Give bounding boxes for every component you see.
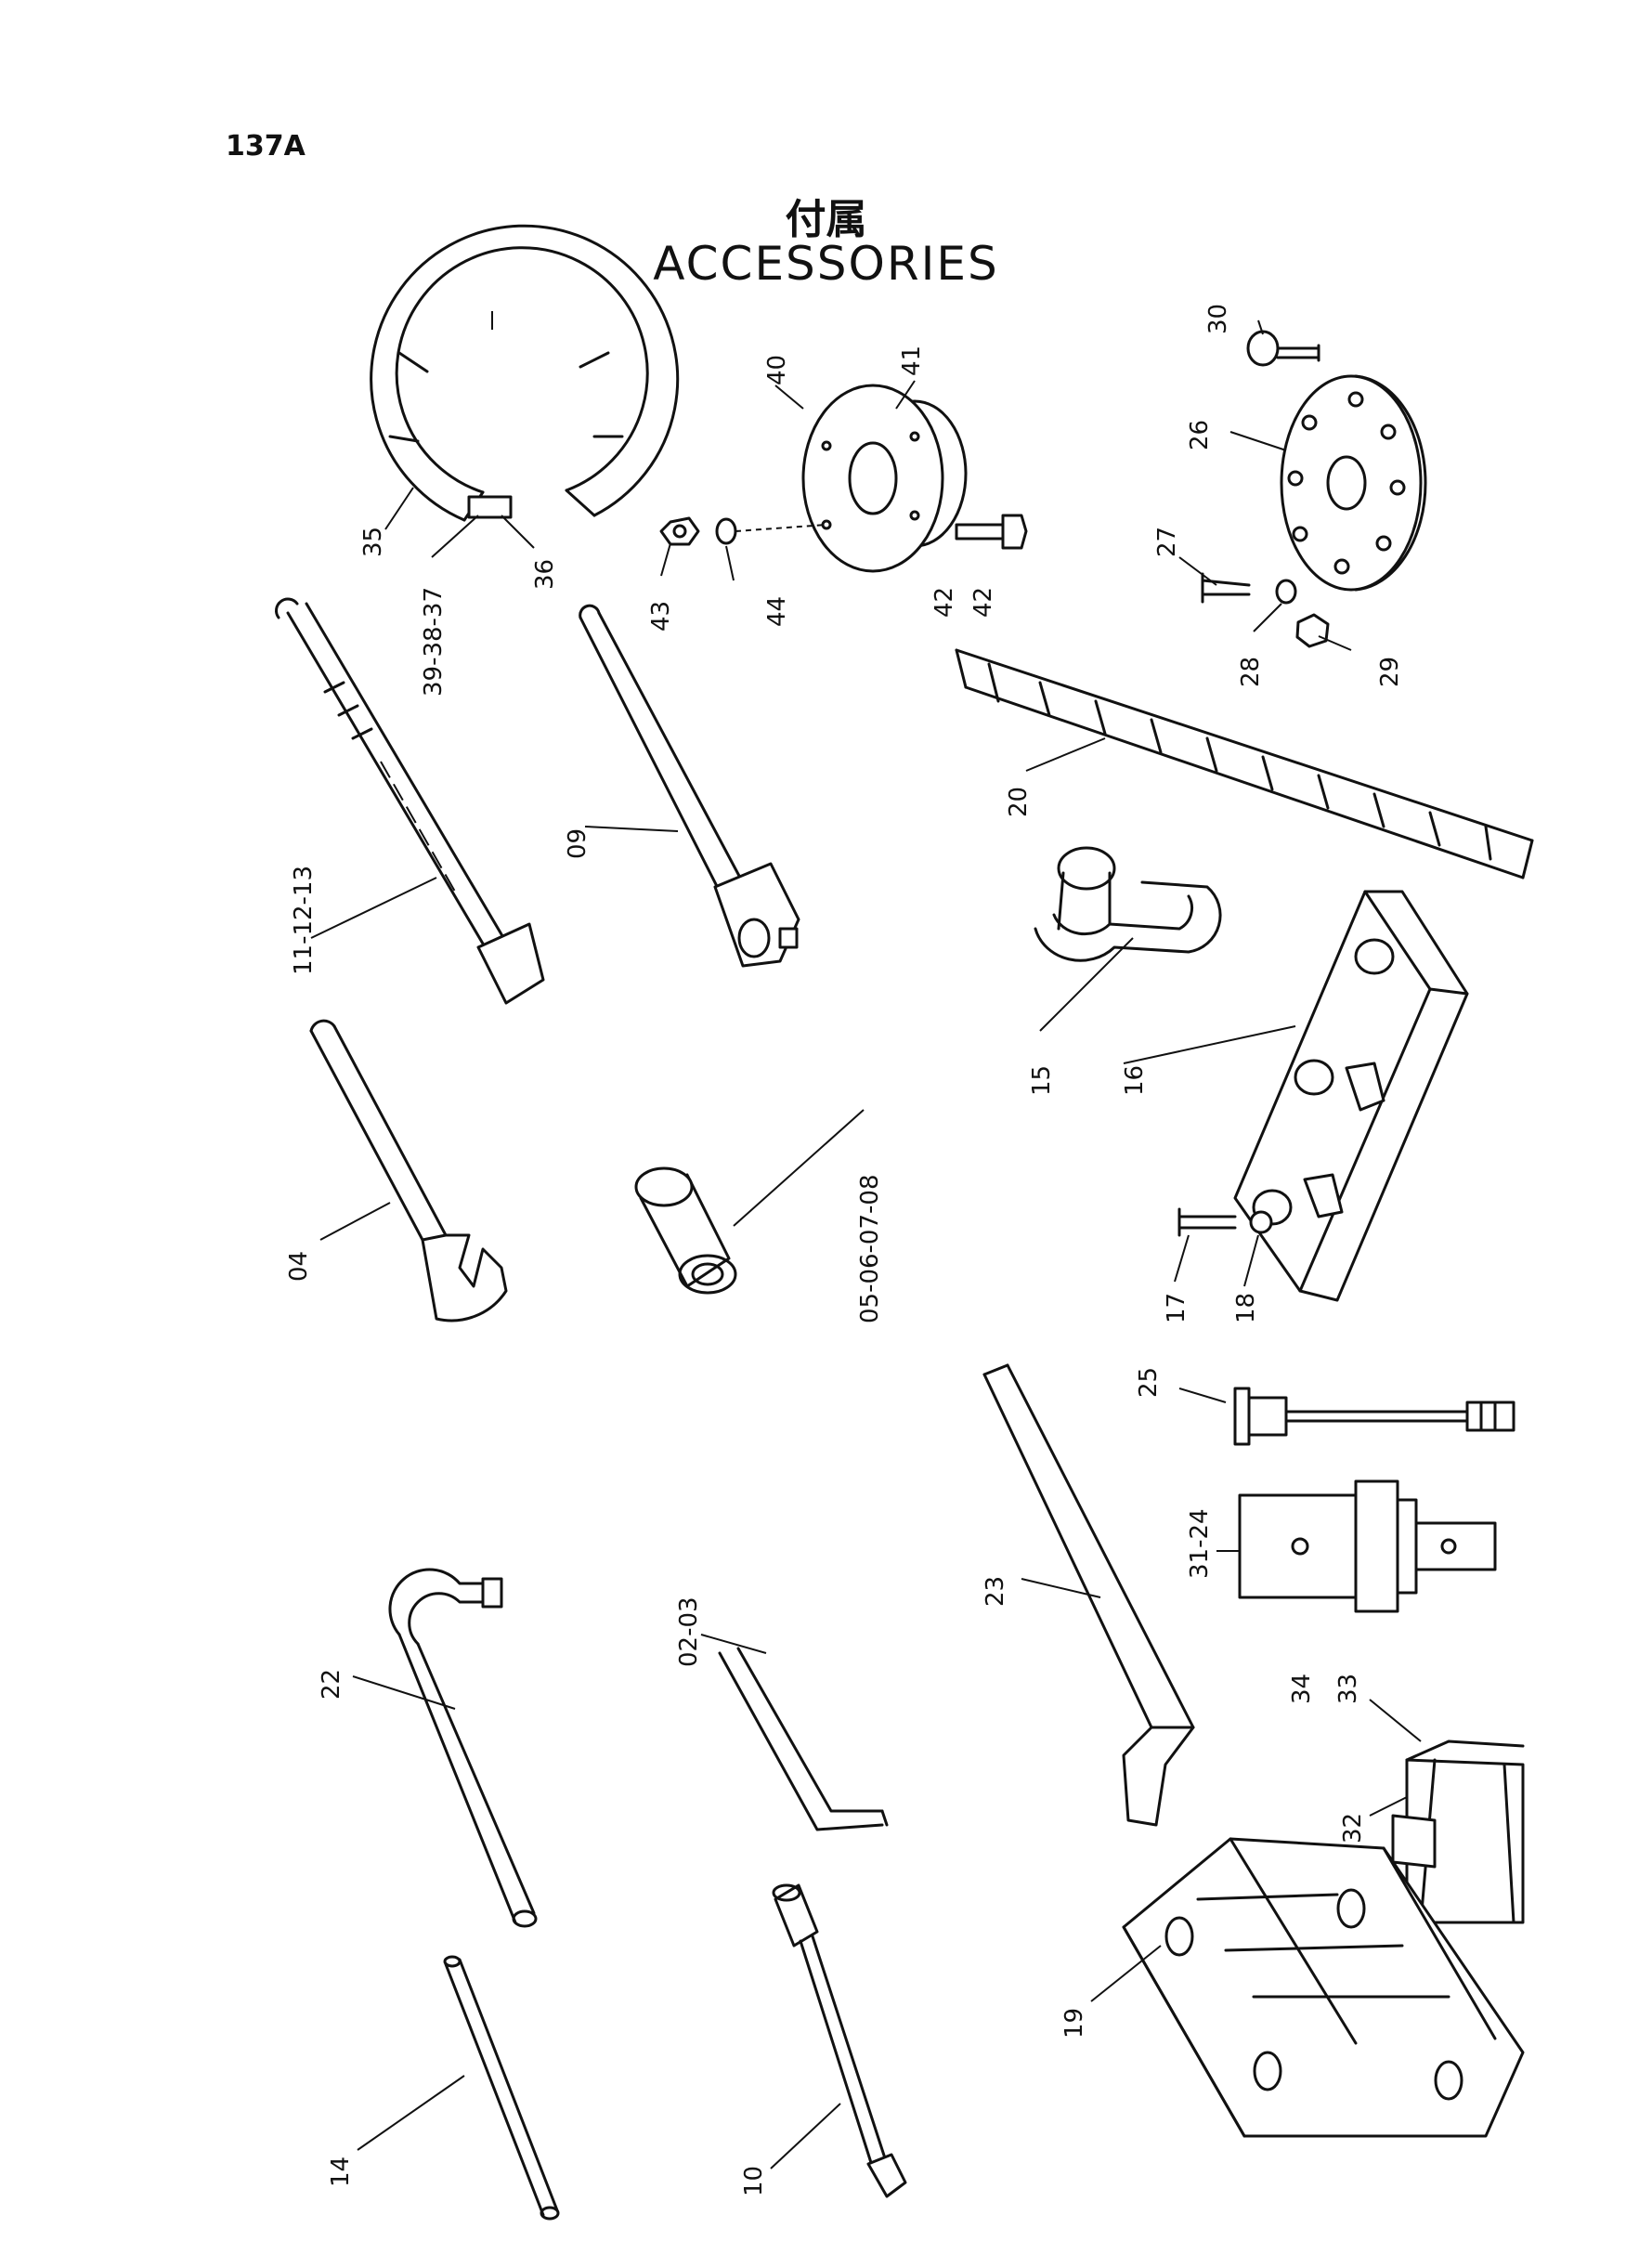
callout-34: 34 xyxy=(1288,1674,1316,1704)
callout-15: 15 xyxy=(1028,1065,1056,1096)
eyebolt-disc-drawing xyxy=(1201,330,1427,648)
ratchet-wrench-drawing xyxy=(579,604,800,968)
callout-27: 27 xyxy=(1153,527,1181,557)
leader-lines xyxy=(310,319,1422,2169)
callout-28: 28 xyxy=(1237,657,1265,687)
long-frame-drawing xyxy=(955,648,1534,879)
callout-09: 09 xyxy=(564,828,592,859)
callout-30: 30 xyxy=(1204,304,1232,334)
callout-10: 10 xyxy=(740,2166,768,2196)
callout-39-38-37: 39-38-37 xyxy=(420,587,448,697)
band-clamp-drawing xyxy=(370,224,680,522)
callout-31-24: 31-24 xyxy=(1186,1508,1214,1579)
callout-02-03: 02-03 xyxy=(675,1596,703,1667)
callout-17: 17 xyxy=(1163,1293,1190,1323)
hook-spanner-drawing xyxy=(982,1363,1195,1827)
callout-42-b: 42 xyxy=(969,587,997,618)
callout-25: 25 xyxy=(1135,1367,1163,1398)
callout-11-12-13: 11-12-13 xyxy=(290,866,318,975)
callout-23: 23 xyxy=(982,1576,1009,1607)
hex-key-l-drawing xyxy=(388,1568,538,1928)
callout-20: 20 xyxy=(1005,787,1033,817)
box-frame-drawing xyxy=(1122,1837,1525,2138)
callout-33: 33 xyxy=(1334,1674,1362,1704)
callout-43: 43 xyxy=(647,601,675,632)
torque-bar-drawing xyxy=(275,597,545,1005)
pin-drawing xyxy=(443,1955,560,2221)
adapter-block-drawing xyxy=(1238,1479,1497,1613)
page-number: 137A xyxy=(226,130,306,163)
callout-18: 18 xyxy=(1232,1293,1260,1323)
bolt-17-washer-18-drawing xyxy=(1177,1207,1273,1237)
callout-16: 16 xyxy=(1121,1065,1149,1096)
callout-26: 26 xyxy=(1186,420,1214,450)
callout-41: 41 xyxy=(898,345,926,376)
title-english: ACCESSORIES xyxy=(653,237,999,291)
callout-40: 40 xyxy=(763,355,791,385)
open-end-wrench-drawing xyxy=(309,1019,508,1322)
callout-32: 32 xyxy=(1339,1813,1367,1844)
callout-29: 29 xyxy=(1376,657,1404,687)
hex-key-small-drawing xyxy=(718,1647,889,1831)
callout-36: 36 xyxy=(531,559,559,590)
callout-05-06-07-08: 05-06-07-08 xyxy=(856,1175,884,1323)
socket-drawing xyxy=(634,1166,737,1295)
callout-22: 22 xyxy=(318,1669,345,1700)
callout-44: 44 xyxy=(763,596,791,627)
title-japanese: 付属 xyxy=(785,196,867,243)
callout-04: 04 xyxy=(285,1251,313,1282)
socket-extension-drawing xyxy=(772,1883,907,2198)
callout-42-a: 42 xyxy=(930,587,958,618)
callout-19: 19 xyxy=(1060,2008,1088,2039)
bolt-nut-washer-drawing xyxy=(659,514,1028,550)
probe-drawing xyxy=(1233,1387,1515,1446)
shackle-drawing xyxy=(1034,846,1222,962)
callout-35: 35 xyxy=(359,527,387,557)
bushing-drawing xyxy=(1391,1739,1525,1924)
callout-14: 14 xyxy=(327,2156,355,2187)
flange-discs-drawing xyxy=(801,384,968,573)
callout-labels: 30 26 40 41 35 36 39-38-37 43 44 42 42 2… xyxy=(285,304,1404,2196)
long-bracket-drawing xyxy=(1233,890,1469,1302)
